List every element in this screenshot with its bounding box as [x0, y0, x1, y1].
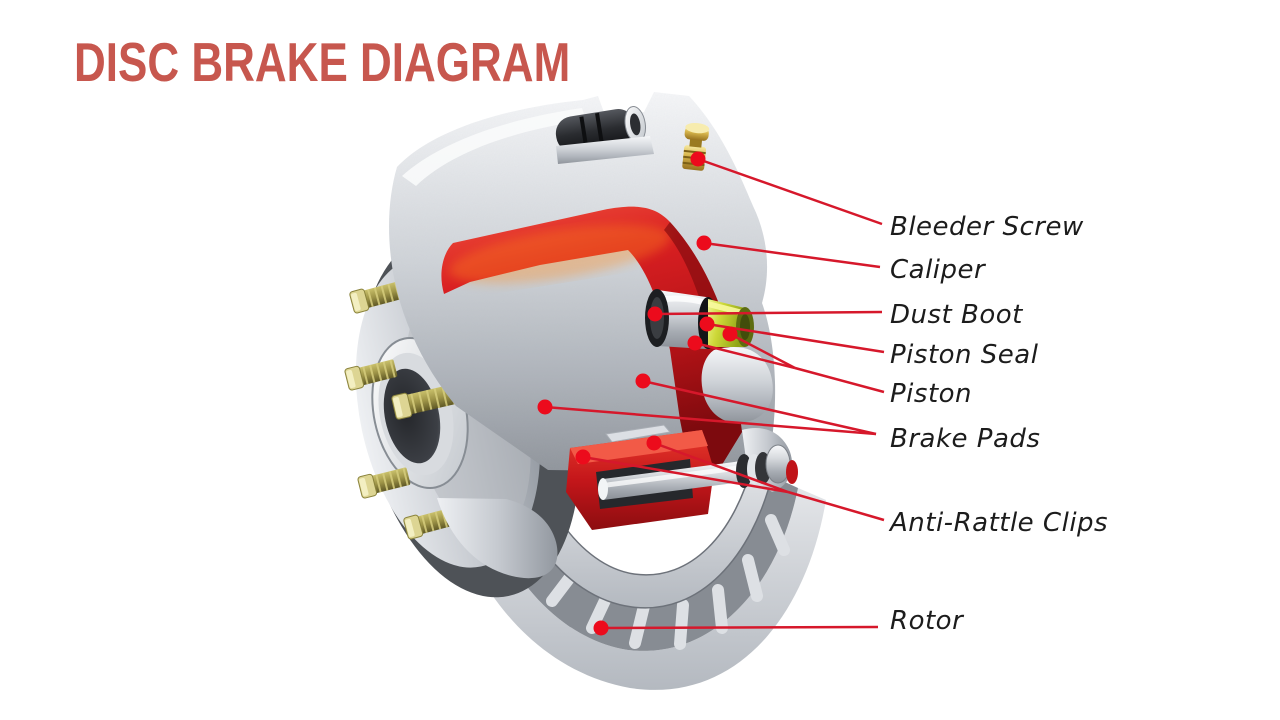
- leader-line-dust-boot: [654, 310, 883, 316]
- leader-dot-rotor: [593, 620, 609, 636]
- leader-dot-brake-pads: [537, 399, 553, 415]
- leader-line-rotor: [600, 625, 879, 630]
- bracket-foot: [437, 498, 558, 579]
- leader-line-brake-pads: [642, 379, 877, 436]
- label-anti-rattle-clips: Anti-Rattle Clips: [890, 507, 1109, 538]
- leader-dot-dust-boot: [647, 306, 663, 322]
- caliper-top-highlight: [402, 108, 586, 186]
- leader-line-bleeder-screw: [697, 157, 883, 226]
- piston-barrel-highlight: [660, 295, 705, 306]
- caliper-front-lip: [556, 136, 654, 164]
- piston-seal-end-inner: [740, 314, 750, 340]
- leader-line-caliper: [703, 241, 881, 269]
- leader-line-anti-rattle-clips: [653, 441, 789, 494]
- label-bleeder-screw: Bleeder Screw: [890, 211, 1084, 242]
- label-piston: Piston: [890, 378, 973, 409]
- pin-nut: [765, 444, 791, 484]
- anti-rattle-clip: [605, 424, 671, 443]
- leader-dot-bleeder-screw: [690, 151, 706, 167]
- label-dust-boot: Dust Boot: [890, 299, 1023, 330]
- wheel-stud: [344, 359, 398, 391]
- leader-line-piston: [729, 332, 796, 370]
- leader-line-anti-rattle-clips: [582, 455, 789, 494]
- label-rotor: Rotor: [890, 605, 964, 636]
- leader-dot-piston-seal: [699, 316, 715, 332]
- caliper-bracket-lump: [701, 346, 773, 423]
- rotor-outer-rim: [433, 424, 826, 690]
- label-piston-seal: Piston Seal: [890, 339, 1039, 370]
- guide-pin-illustration: [566, 424, 798, 530]
- leader-line-anti-rattle-clips: [787, 490, 885, 522]
- leader-dot-anti-rattle-clips: [575, 449, 591, 465]
- guide-pin-end: [598, 478, 608, 500]
- caliper-illustration: [389, 92, 793, 579]
- page-title: DISC BRAKE DIAGRAM: [74, 31, 571, 93]
- leader-dot-anti-rattle-clips: [646, 435, 662, 451]
- label-brake-pads: Brake Pads: [890, 423, 1041, 454]
- caliper-cut-glow: [449, 224, 671, 284]
- callout-layer: [537, 151, 885, 636]
- pin-red-cap: [786, 460, 798, 484]
- label-caliper: Caliper: [890, 254, 986, 285]
- caliper-red-cut: [441, 206, 742, 470]
- wheel-stud: [357, 467, 411, 499]
- leader-line-piston: [694, 341, 796, 370]
- leader-dot-piston: [687, 335, 703, 351]
- leader-dot-brake-pads: [635, 373, 651, 389]
- leader-dot-piston: [722, 326, 738, 342]
- leader-line-piston-seal: [706, 322, 885, 354]
- leader-line-piston: [794, 366, 885, 394]
- guide-pin-highlight: [603, 465, 742, 488]
- leader-line-brake-pads: [544, 405, 877, 436]
- guide-pin-block-top: [570, 430, 708, 464]
- leader-dot-caliper: [696, 235, 712, 251]
